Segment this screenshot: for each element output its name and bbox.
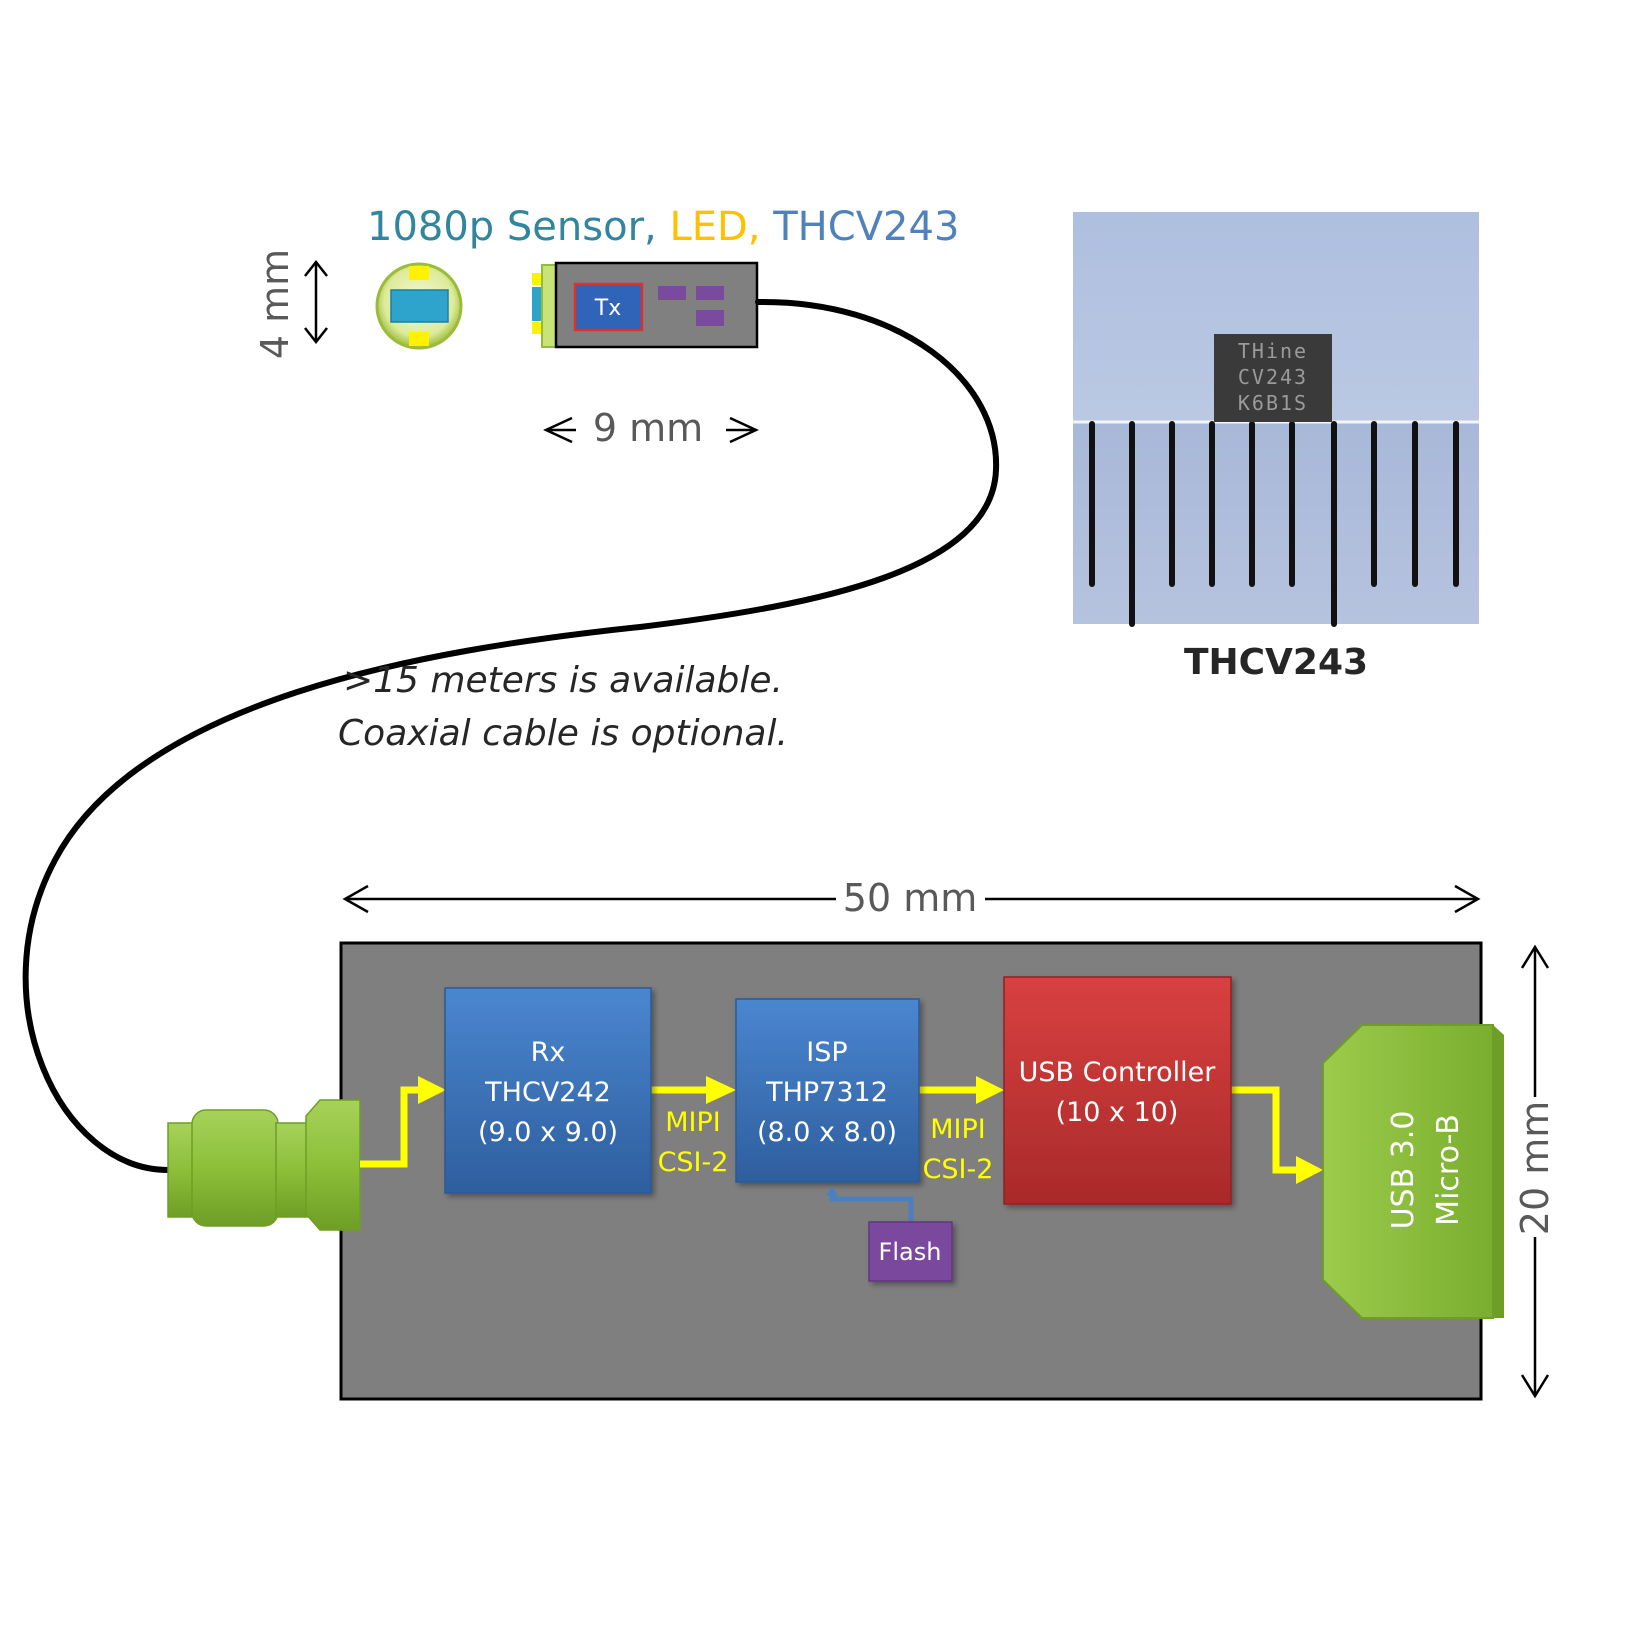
rx-block: Rx THCV242 (9.0 x 9.0) xyxy=(444,987,652,1194)
signal-arrow-heads xyxy=(418,1076,1323,1184)
ruler-ticks xyxy=(1089,421,1459,627)
isp-size: (8.0 x 8.0) xyxy=(757,1117,897,1148)
height-dimension-label: 4 mm xyxy=(253,249,297,359)
chip-package xyxy=(1214,334,1332,422)
usb-connector-icon: USB 3.0 Micro-B xyxy=(1322,1024,1504,1319)
tx-chip xyxy=(573,282,644,332)
link1-line1: MIPI xyxy=(665,1107,721,1138)
rx-label: Rx xyxy=(531,1037,566,1068)
cable-note-line1: >15 meters is available. xyxy=(343,660,783,701)
camera-module: Tx xyxy=(532,261,759,349)
header-thcv243: THCV243 xyxy=(761,204,960,250)
board-width-dimension: 50 mm xyxy=(342,876,1481,920)
usb-controller-label: USB Controller xyxy=(1019,1057,1217,1088)
height-dimension: 4 mm xyxy=(253,249,328,359)
flash-block: Flash xyxy=(868,1221,953,1282)
isp-label: ISP xyxy=(806,1037,847,1068)
usb-controller-size: (10 x 10) xyxy=(1056,1097,1179,1128)
cable xyxy=(22,298,1000,1173)
board-width-label: 50 mm xyxy=(843,876,977,920)
board-height-label: 20 mm xyxy=(1513,1101,1557,1235)
chip-marking-line2: CV243 xyxy=(1238,365,1308,389)
header-sensor: 1080p Sensor, xyxy=(367,204,657,250)
rx-part: THCV242 xyxy=(484,1077,611,1108)
header-led: LED, xyxy=(657,204,761,250)
rx-size: (9.0 x 9.0) xyxy=(478,1117,618,1148)
cable-note-line2: Coaxial cable is optional. xyxy=(338,713,788,754)
module-width-dimension: 9 mm xyxy=(543,406,759,450)
signal-arrows xyxy=(360,1086,1298,1174)
usb-controller-block: USB Controller (10 x 10) xyxy=(1003,976,1232,1205)
link2-line2: CSI-2 xyxy=(923,1154,994,1185)
flash-label: Flash xyxy=(879,1238,942,1266)
photo-caption: THCV243 xyxy=(1184,642,1368,683)
coax-connector-icon xyxy=(167,1099,361,1231)
board-height-dimension: 20 mm xyxy=(1513,944,1557,1399)
header-title: 1080p Sensor, LED, THCV243 xyxy=(367,204,959,250)
sensor-lens-icon xyxy=(375,262,463,350)
isp-part: THP7312 xyxy=(765,1077,888,1108)
chip-marking-line3: K6B1S xyxy=(1238,391,1308,415)
module-width-label: 9 mm xyxy=(593,406,703,450)
link2-line1: MIPI xyxy=(930,1114,986,1145)
usb-connector-line2: Micro-B xyxy=(1431,1114,1466,1226)
tx-label: Tx xyxy=(594,296,621,321)
chip-photo: THine CV243 K6B1S xyxy=(1073,212,1479,627)
isp-block: ISP THP7312 (8.0 x 8.0) xyxy=(735,998,920,1183)
usb-connector-line1: USB 3.0 xyxy=(1386,1111,1421,1230)
chip-marking-line1: THine xyxy=(1238,339,1308,363)
link1-line2: CSI-2 xyxy=(658,1147,729,1178)
